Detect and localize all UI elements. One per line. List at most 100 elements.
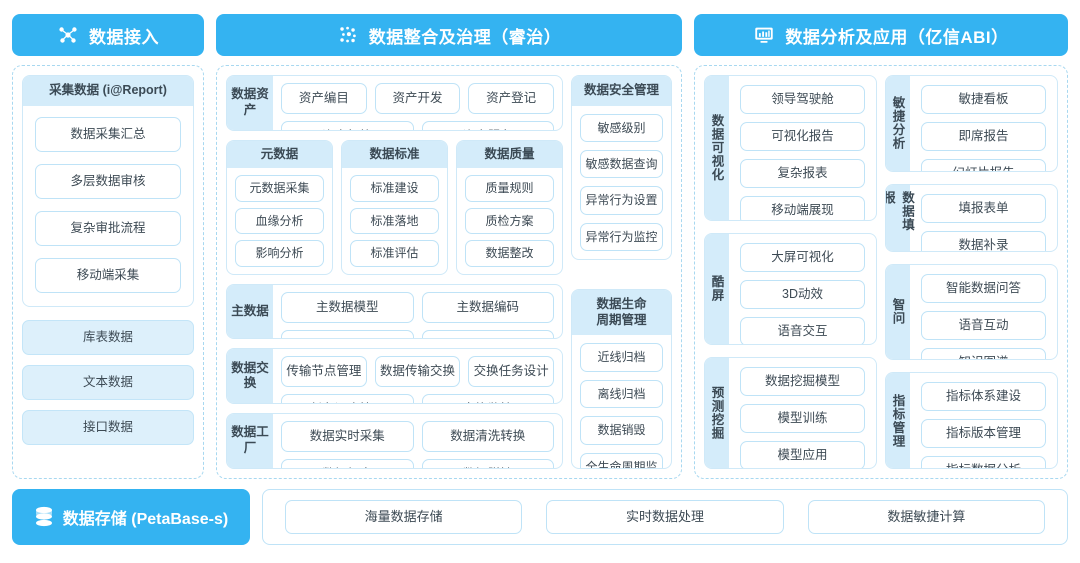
pill-quality-0[interactable]: 质量规则 <box>465 175 554 202</box>
master-row-0: 主数据模型 主数据编码 <box>281 291 554 323</box>
pill-exchange-0-0[interactable]: 传输节点管理 <box>281 356 367 388</box>
card-title-data-quality: 数据质量 <box>457 140 562 169</box>
pill-factory-0-1[interactable]: 数据清洗转换 <box>421 421 554 453</box>
card-title-metadata: 元数据 <box>227 140 332 169</box>
pill-mining-2[interactable]: 模型应用 <box>740 440 865 468</box>
header-pill-analyze[interactable]: 数据分析及应用（亿信ABI） <box>694 14 1068 56</box>
pill-asset-0-1[interactable]: 资产开发 <box>374 83 461 114</box>
pill-viz-1[interactable]: 可视化报告 <box>740 122 865 151</box>
card-title-data-lifecycle: 数据生命 周期管理 <box>572 290 671 336</box>
pill-exchange-1-0[interactable]: 任务调度管理 <box>281 394 414 404</box>
pill-metadata-2[interactable]: 影响分析 <box>235 240 324 267</box>
columns: 采集数据 (i@Report) 数据采集汇总 多层数据审核 复杂审批流程 移动端… <box>12 65 1068 479</box>
govern-side-stack: 数据安全管理 敏感级别 敏感数据查询 异常行为设置 异常行为监控 数据生命 周期… <box>571 75 672 469</box>
pill-asset-1-1[interactable]: 资产服务 <box>421 121 554 130</box>
group-smart-qa: 智问 智能数据问答 语音互动 知识图谱 <box>885 263 1058 361</box>
pill-master-1-1[interactable]: 主数据分发 <box>421 329 554 339</box>
card-title-data-standard: 数据标准 <box>342 140 447 169</box>
pill-viz-0[interactable]: 领导驾驶舱 <box>740 85 865 114</box>
pill-smartqa-2[interactable]: 知识图谱 <box>921 347 1046 360</box>
card-title-lifecycle-line2: 周期管理 <box>596 312 647 327</box>
group-master-data: 主数据 主数据模型 主数据编码 主数据维护 主数据分发 <box>226 283 563 340</box>
card-body-data-quality: 质量规则 质检方案 数据整改 <box>457 168 562 273</box>
pill-factory-1-1[interactable]: 数据脱敏 <box>421 459 554 468</box>
pill-asset-0-0[interactable]: 资产编目 <box>281 83 367 114</box>
pill-coolscreen-0[interactable]: 大屏可视化 <box>740 242 865 272</box>
pill-lifecycle-2[interactable]: 数据销毁 <box>580 416 663 445</box>
card-collect-data: 采集数据 (i@Report) 数据采集汇总 多层数据审核 复杂审批流程 移动端… <box>22 75 194 307</box>
pill-collect-1[interactable]: 多层数据审核 <box>35 163 181 199</box>
pill-metadata-0[interactable]: 元数据采集 <box>235 175 324 202</box>
group-content-data-asset: 资产编目 资产开发 资产登记 资产标签 资产服务 <box>273 76 562 130</box>
pill-source-2[interactable]: 接口数据 <box>22 409 194 445</box>
pill-agile-1[interactable]: 即席报告 <box>921 122 1046 151</box>
pill-exchange-0-1[interactable]: 数据传输交换 <box>374 356 461 388</box>
pill-storage-2[interactable]: 数据敏捷计算 <box>807 500 1045 534</box>
pill-security-0[interactable]: 敏感级别 <box>580 113 663 143</box>
pill-mining-0[interactable]: 数据挖掘模型 <box>740 366 865 396</box>
pill-master-0-0[interactable]: 主数据模型 <box>281 291 414 323</box>
pill-smartqa-1[interactable]: 语音互动 <box>921 310 1046 340</box>
pill-factory-1-0[interactable]: 数据加密 <box>281 459 414 468</box>
pill-security-2[interactable]: 异常行为设置 <box>580 186 663 215</box>
header-pill-govern[interactable]: 数据整合及治理（睿治） <box>216 14 682 56</box>
pill-quality-1[interactable]: 质检方案 <box>465 207 554 235</box>
asset-row-0: 资产编目 资产开发 资产登记 <box>281 83 555 114</box>
pill-quality-2[interactable]: 数据整改 <box>465 240 554 267</box>
group-data-reporting: 数据填报 填报表单 数据补录 <box>885 183 1058 252</box>
pill-viz-3[interactable]: 移动端展现 <box>740 196 865 220</box>
pill-reporting-1[interactable]: 数据补录 <box>921 230 1046 251</box>
group-content-smart-qa: 智能数据问答 语音互动 知识图谱 <box>910 265 1057 360</box>
pill-smartqa-0[interactable]: 智能数据问答 <box>921 273 1046 303</box>
pill-coolscreen-2[interactable]: 语音交互 <box>740 316 865 344</box>
pill-metric-0[interactable]: 指标体系建设 <box>921 382 1046 412</box>
card-body-data-lifecycle: 近线归档 离线归档 数据销毁 全生命周期监控 <box>572 335 671 469</box>
pill-factory-0-0[interactable]: 数据实时采集 <box>281 421 414 453</box>
group-content-data-exchange: 传输节点管理 数据传输交换 交换任务设计 任务调度管理 交换监控 <box>273 349 562 404</box>
pill-metric-1[interactable]: 指标版本管理 <box>921 419 1046 449</box>
pill-source-0[interactable]: 库表数据 <box>22 319 194 355</box>
pill-security-3[interactable]: 异常行为监控 <box>580 222 663 252</box>
asset-row-1: 资产标签 资产服务 <box>281 121 554 130</box>
pill-storage-1[interactable]: 实时数据处理 <box>546 500 784 534</box>
pill-collect-0[interactable]: 数据采集汇总 <box>35 116 181 152</box>
pill-coolscreen-1[interactable]: 3D动效 <box>740 279 865 309</box>
pill-viz-2[interactable]: 复杂报表 <box>740 159 865 188</box>
pill-reporting-0[interactable]: 填报表单 <box>921 193 1046 223</box>
pill-standard-2[interactable]: 标准评估 <box>350 240 439 267</box>
pill-metric-2[interactable]: 指标数据分析 <box>921 456 1046 469</box>
pill-metadata-1[interactable]: 血缘分析 <box>235 207 324 235</box>
database-stack-icon <box>34 506 54 528</box>
pill-agile-2[interactable]: 幻灯片报告 <box>921 159 1046 171</box>
pill-collect-2[interactable]: 复杂审批流程 <box>35 210 181 246</box>
pill-collect-3[interactable]: 移动端采集 <box>35 257 181 293</box>
pill-exchange-0-2[interactable]: 交换任务设计 <box>468 356 555 388</box>
factory-row-1: 数据加密 数据脱敏 <box>281 459 554 468</box>
pill-lifecycle-1[interactable]: 离线归档 <box>580 379 663 409</box>
exchange-row-0: 传输节点管理 数据传输交换 交换任务设计 <box>281 356 555 388</box>
pill-standard-0[interactable]: 标准建设 <box>350 175 439 202</box>
pill-exchange-1-1[interactable]: 交换监控 <box>421 394 554 404</box>
storage-pill[interactable]: 数据存储 (PetaBase-s) <box>12 489 250 545</box>
network-nodes-icon <box>57 24 79 46</box>
analyze-left-stack: 数据可视化 领导驾驶舱 可视化报告 复杂报表 移动端展现 酷屏 大屏可视化 3D… <box>704 75 877 469</box>
group-content-predictive-mining: 数据挖掘模型 模型训练 模型应用 <box>729 358 876 468</box>
group-label-data-visualization: 数据可视化 <box>705 76 729 220</box>
pill-source-1[interactable]: 文本数据 <box>22 364 194 400</box>
trio-cards: 元数据 元数据采集 血缘分析 影响分析 数据标准 标准建设 标准落地 标准评估 <box>226 139 563 275</box>
pill-lifecycle-0[interactable]: 近线归档 <box>580 343 663 372</box>
pill-security-1[interactable]: 敏感数据查询 <box>580 150 663 179</box>
pill-master-1-0[interactable]: 主数据维护 <box>281 329 414 339</box>
pill-master-0-1[interactable]: 主数据编码 <box>421 291 554 323</box>
pill-asset-0-2[interactable]: 资产登记 <box>468 83 555 114</box>
pill-asset-1-0[interactable]: 资产标签 <box>281 121 414 130</box>
pill-standard-1[interactable]: 标准落地 <box>350 207 439 235</box>
pill-storage-0[interactable]: 海量数据存储 <box>285 500 523 534</box>
pill-lifecycle-3[interactable]: 全生命周期监控 <box>580 452 663 469</box>
group-data-asset: 数据资产 资产编目 资产开发 资产登记 资产标签 资产服务 <box>226 75 563 131</box>
header-label-analyze: 数据分析及应用（亿信ABI） <box>785 27 1009 47</box>
pill-mining-1[interactable]: 模型训练 <box>740 403 865 433</box>
pill-agile-0[interactable]: 敏捷看板 <box>921 85 1046 114</box>
header-pill-ingest[interactable]: 数据接入 <box>12 14 204 56</box>
group-label-predictive-mining: 预测挖掘 <box>705 357 729 468</box>
